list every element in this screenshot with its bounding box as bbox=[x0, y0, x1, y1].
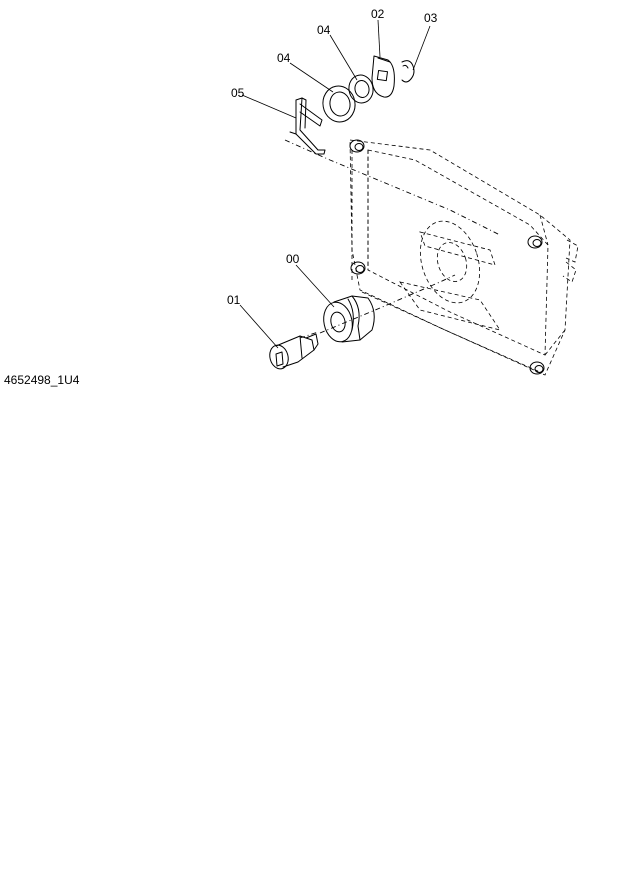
housing-plate bbox=[349, 139, 579, 376]
bolt-bottom-right bbox=[529, 361, 545, 375]
label-part-00: 00 bbox=[286, 252, 300, 266]
part-05-bracket bbox=[289, 97, 326, 155]
bolt-top-left bbox=[349, 139, 365, 153]
bolt-top-right bbox=[527, 235, 543, 249]
label-part-01: 01 bbox=[227, 293, 241, 307]
label-part-04-large-washer: 04 bbox=[277, 51, 291, 65]
assembly-centerlines bbox=[284, 139, 501, 339]
part-01-lock-cylinder bbox=[269, 333, 319, 370]
label-part-03: 03 bbox=[424, 11, 438, 25]
label-part-05: 05 bbox=[231, 86, 245, 100]
part-04-washer-large bbox=[322, 85, 356, 123]
part-04-washer-small bbox=[348, 74, 374, 104]
label-part-02: 02 bbox=[371, 7, 385, 21]
part-00-bushing bbox=[323, 295, 375, 343]
part-03-clip bbox=[401, 60, 415, 83]
label-part-04-small-washer: 04 bbox=[317, 23, 331, 37]
diagram-reference-code: 4652498_1U4 bbox=[4, 373, 80, 387]
leader-lines bbox=[239, 19, 431, 349]
part-02-cam-plate bbox=[371, 55, 395, 98]
bolt-mid-left bbox=[350, 261, 366, 275]
